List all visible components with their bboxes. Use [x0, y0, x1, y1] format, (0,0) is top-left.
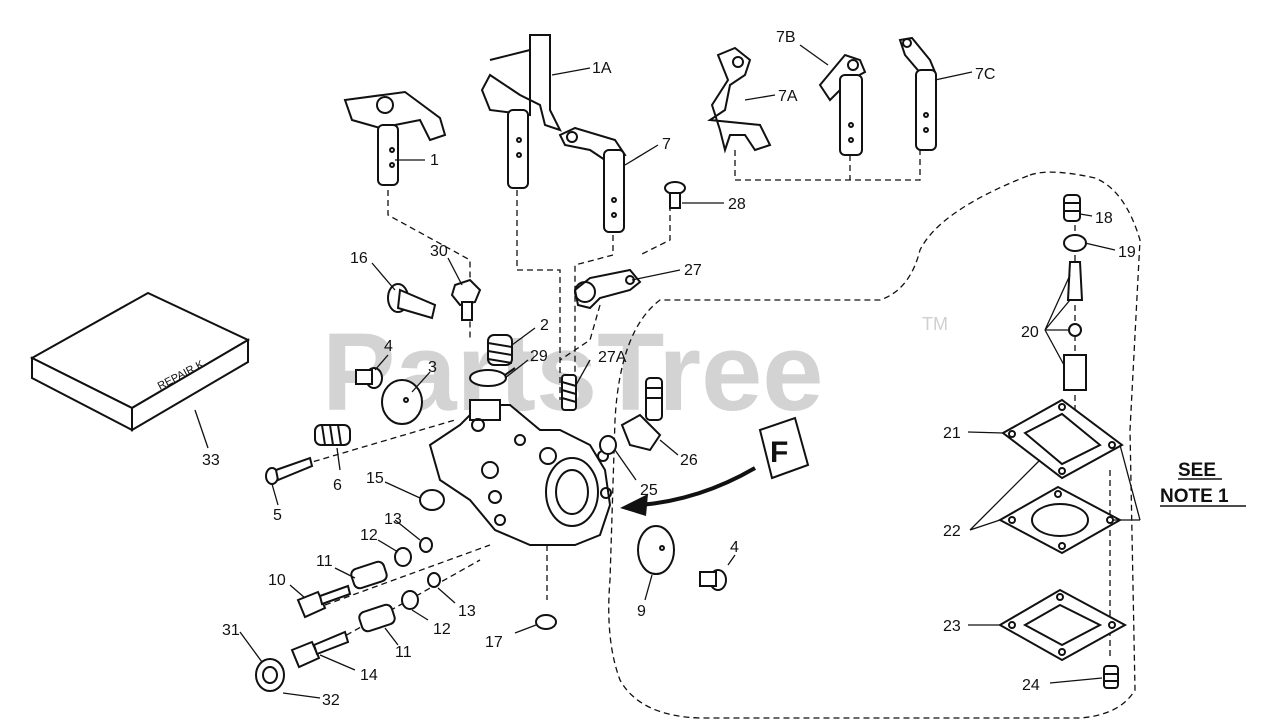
shaft-1a-assembly-line: [516, 190, 561, 400]
label-27: 27: [684, 262, 702, 279]
part-11-spring-lower: [358, 603, 396, 633]
screw-28-assembly-line: [639, 205, 671, 256]
label-32: 32: [322, 692, 340, 709]
part-5-screw: [265, 456, 314, 485]
label-7c: 7C: [975, 66, 995, 83]
part-21-gasket: [1001, 398, 1124, 480]
label-19: 19: [1118, 244, 1136, 261]
label-7: 7: [662, 136, 671, 153]
part-14-needle-screw: [290, 630, 350, 669]
label-18: 18: [1095, 210, 1113, 227]
part-27-bracket: [573, 268, 642, 310]
label-2: 2: [540, 317, 549, 334]
label-27a: 27A: [598, 349, 627, 366]
part-16-pin: [387, 283, 437, 320]
part-17-jet-plug: [535, 614, 557, 630]
label-17: 17: [485, 634, 503, 651]
part-24-screw: [1103, 665, 1119, 689]
label-11-upper: 11: [316, 553, 333, 570]
label-26: 26: [680, 452, 698, 469]
part-26-fuel-elbow: [620, 377, 663, 452]
label-7a: 7A: [778, 88, 798, 105]
part-7c-shaft: [898, 36, 937, 151]
part-10-needle-screw: [296, 584, 352, 619]
label-22: 22: [943, 523, 961, 540]
label-16: 16: [350, 250, 368, 267]
label-9: 9: [637, 603, 646, 620]
watermark-trademark: TM: [922, 314, 948, 334]
label-1a: 1A: [592, 60, 612, 77]
part-23-cover: [997, 588, 1128, 662]
part-1-throttle-shaft: [343, 90, 447, 186]
bracket-27-assembly-line: [559, 304, 601, 361]
part-30-screw: [450, 278, 482, 321]
callout-f: F: [620, 416, 810, 516]
part-labels: 1A 1 7B 7A 7C 7 28 18 19 20 16 30 27 2 4…: [202, 29, 1136, 709]
part-25-plug: [599, 435, 617, 455]
label-11-lower: 11: [395, 644, 412, 661]
part-7a-shaft: [707, 46, 772, 154]
part-13-oring-lower: [427, 572, 441, 588]
label-13-lower: 13: [458, 603, 476, 620]
label-12-lower: 12: [433, 621, 451, 638]
label-3: 3: [428, 359, 437, 376]
part-9-choke-plate: [637, 525, 675, 575]
part-12-washer-lower: [401, 590, 419, 610]
label-10: 10: [268, 572, 286, 589]
part-28-screw: [664, 181, 686, 209]
label-25: 25: [640, 482, 658, 499]
label-6: 6: [333, 477, 342, 494]
label-20: 20: [1021, 324, 1039, 341]
label-31: 31: [222, 622, 240, 639]
label-7b: 7B: [776, 29, 796, 46]
label-15: 15: [366, 470, 384, 487]
part-6-spring: [314, 424, 351, 446]
part-7-choke-shaft: [558, 126, 627, 233]
diaphragm-section-boundary: [608, 171, 1141, 719]
see-note-line2: NOTE 1: [1160, 486, 1229, 507]
label-4-upper: 4: [384, 338, 393, 355]
see-note-block: SEE NOTE 1: [1160, 460, 1246, 507]
label-21: 21: [943, 425, 961, 442]
label-30: 30: [430, 243, 448, 260]
part-4-screw-lower: [699, 569, 727, 591]
part-1a-lever-shaft: [480, 34, 562, 189]
leader-lines: [194, 44, 1141, 699]
part-22-diaphragm: [997, 485, 1123, 555]
part-12-washer-upper: [394, 547, 412, 567]
part-carburetor-body: [428, 399, 612, 546]
shaft-1-assembly-line: [387, 190, 471, 340]
label-24: 24: [1022, 677, 1040, 694]
callout-f-letter: F: [770, 436, 788, 469]
part-27a-spring: [561, 374, 577, 411]
label-28: 28: [728, 196, 746, 213]
part-20-inlet-needle: [1063, 261, 1087, 391]
label-14: 14: [360, 667, 378, 684]
shaft-7-assembly-line: [574, 235, 614, 380]
part-19-gasket: [1063, 234, 1087, 252]
part-4-screw-upper: [355, 367, 383, 389]
see-note-line1: SEE: [1178, 460, 1216, 481]
label-23: 23: [943, 618, 961, 635]
label-13-upper: 13: [384, 511, 402, 528]
part-31-seal: [255, 658, 285, 692]
part-18-fitting: [1063, 194, 1081, 222]
label-5: 5: [273, 507, 282, 524]
part-15-cup-plug: [419, 489, 445, 511]
label-1: 1: [430, 152, 439, 169]
part-2-spring: [487, 334, 513, 366]
part-33-repair-kit: REPAIR K: [29, 291, 251, 432]
label-33: 33: [202, 452, 220, 469]
part-11-spring-upper: [350, 560, 388, 590]
part-3-throttle-plate: [381, 379, 423, 425]
label-29: 29: [530, 348, 548, 365]
label-4-lower: 4: [730, 539, 739, 556]
part-13-oring-upper: [419, 537, 433, 553]
part-7b-shaft: [818, 53, 867, 156]
label-12-upper: 12: [360, 527, 378, 544]
shaft-7-series-assembly-line: [734, 150, 921, 181]
